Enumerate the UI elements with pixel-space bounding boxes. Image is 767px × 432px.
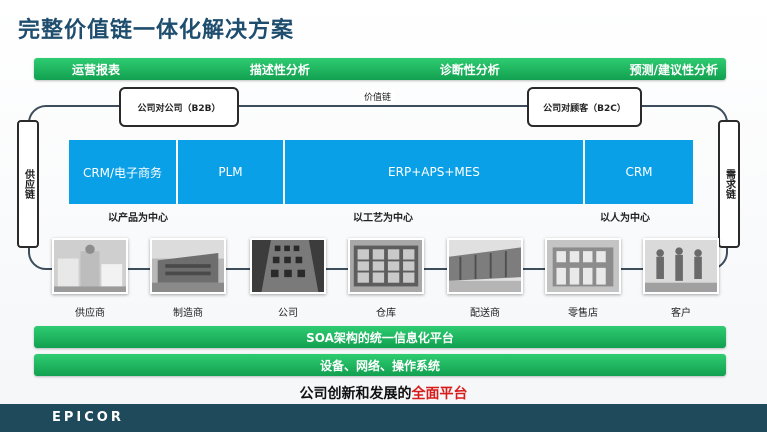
system-crm: CRM (585, 140, 693, 204)
supply-chain-box: 供应链 (17, 120, 39, 248)
epicor-logo: EPICOR (52, 410, 124, 425)
entity-label: 供应商 (75, 308, 105, 319)
system-plm: PLM (178, 140, 283, 204)
system-erp-aps-mes: ERP+APS+MES (285, 140, 583, 204)
entity-label: 仓库 (376, 308, 396, 319)
tagline-prefix: 公司创新和发展的 (299, 386, 412, 402)
b2c-box: 公司对顾客（B2C） (527, 87, 642, 127)
distribution-photo (447, 238, 523, 294)
factory-photo (150, 238, 226, 294)
analytics-diagnostic: 诊断性分析 (439, 62, 500, 77)
entity-label: 公司 (278, 308, 298, 319)
analytics-descriptive: 描述性分析 (249, 62, 310, 77)
soa-platform-bar: SOA架构的统一信息化平台 (34, 326, 726, 348)
focus-process: 以工艺为中心 (353, 213, 413, 224)
b2b-box: 公司对公司（B2B） (119, 87, 239, 127)
value-chain-label: 价值链 (360, 90, 396, 103)
tagline-highlight: 全面平台 (411, 386, 468, 402)
warehouse-photo (348, 238, 424, 294)
company-photo (250, 238, 326, 294)
focus-product: 以产品为中心 (108, 213, 168, 224)
entity-label: 制造商 (173, 308, 203, 319)
analytics-bar: 运营报表 描述性分析 诊断性分析 预测/建议性分析 (34, 58, 726, 80)
retail-photo (545, 238, 621, 294)
analytics-predictive: 预测/建议性分析 (629, 62, 718, 77)
demand-chain-box: 需求链 (718, 120, 740, 248)
footer-bar: EPICOR (0, 404, 767, 432)
page-title: 完整价值链一体化解决方案 (18, 18, 295, 43)
focus-people: 以人为中心 (600, 213, 650, 224)
system-crm-ecommerce: CRM/电子商务 (69, 140, 176, 204)
supplier-photo (52, 238, 128, 294)
entity-label: 配送商 (470, 308, 500, 319)
customer-photo (643, 238, 719, 294)
infrastructure-bar: 设备、网络、操作系统 (34, 354, 726, 376)
entity-label: 零售店 (568, 308, 598, 319)
tagline: 公司创新和发展的全面平台 (0, 383, 767, 403)
analytics-operational-reports: 运营报表 (72, 62, 121, 77)
entity-label: 客户 (671, 308, 691, 319)
